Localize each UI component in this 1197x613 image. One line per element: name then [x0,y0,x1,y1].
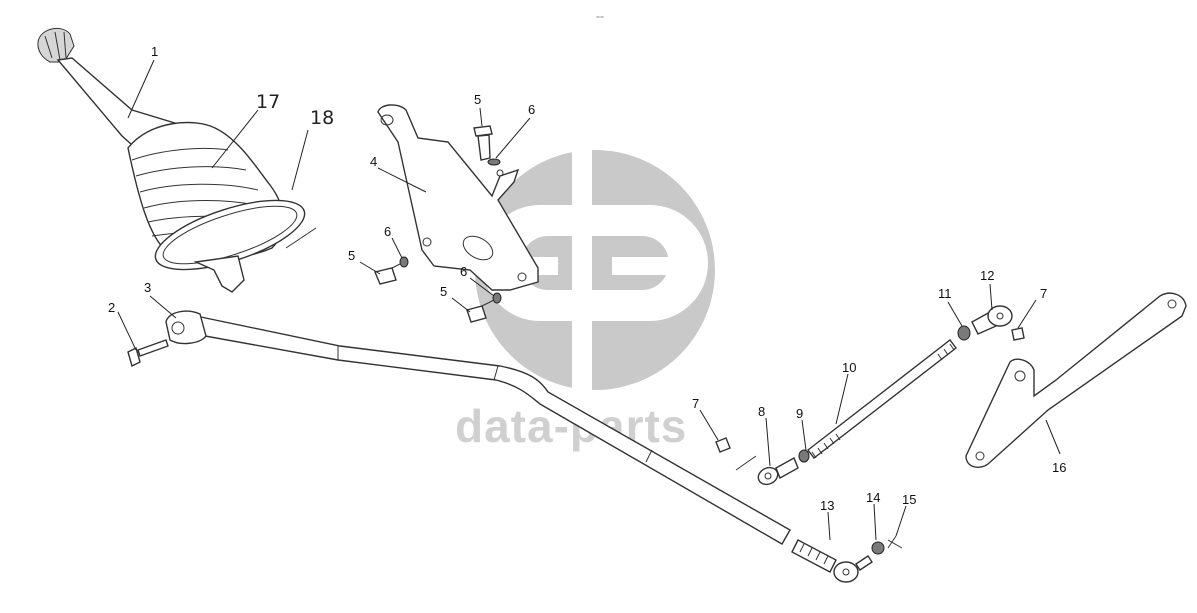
nut-14 [871,541,885,555]
bolt-5-left [374,261,405,285]
callout-16: 16 [1052,460,1066,475]
callout-1: 1 [151,44,158,59]
rod-clevis-3 [165,310,207,345]
callout-2: 2 [108,300,115,315]
callout-18: 18 [310,107,334,129]
callout-7-upper: 7 [1040,286,1047,301]
callout-6-top: 6 [528,102,535,117]
rod-end-13 [791,539,873,583]
washer-6-bottom [492,292,502,304]
pin-2 [127,339,169,368]
mounting-bracket-plate [377,104,539,291]
rod-guide-line [735,455,757,471]
callout-10: 10 [842,360,856,375]
callout-14: 14 [866,490,880,505]
gear-lever-assembly [37,27,317,293]
lock-nut-9 [798,449,810,463]
shift-rod [193,315,791,545]
callout-17: 17 [256,91,280,113]
watermark-logo [475,146,715,394]
leader-lines [117,59,1061,541]
threaded-rod-10 [807,339,957,459]
callout-4: 4 [370,154,377,169]
callout-15: 15 [902,492,916,507]
bolt-5-top [473,125,493,161]
lever-base-bracket [193,255,245,293]
ball-joint-12 [971,305,1013,335]
callout-5-bottom: 5 [440,284,447,299]
nut-7-lower [715,437,731,453]
callout-3: 3 [144,280,151,295]
callout-5-top: 5 [474,92,481,107]
watermark: data-parts [455,146,715,452]
callout-5-left: 5 [348,248,355,263]
nut-7-upper [1011,327,1025,341]
callout-6-left: 6 [384,224,391,239]
nut-11 [957,325,971,341]
washer-6-left [399,256,409,268]
callout-labels: 1 17 18 3 2 4 5 6 6 5 6 5 7 8 9 10 11 12… [108,44,1066,513]
gear-knob [37,27,75,63]
ball-joint-8 [757,457,799,486]
washer-6-top [487,158,501,166]
callout-6-bottom: 6 [460,264,467,279]
callout-11: 11 [938,286,952,301]
callout-9: 9 [796,406,803,421]
callout-12: 12 [980,268,994,283]
callout-7-lower: 7 [692,396,699,411]
flat-bracket-16 [965,292,1187,468]
callout-13: 13 [820,498,834,513]
split-pin-15 [887,535,903,549]
bolt-5-bottom [466,299,495,323]
top-mark: ‐- [596,9,604,23]
callout-8: 8 [758,404,765,419]
